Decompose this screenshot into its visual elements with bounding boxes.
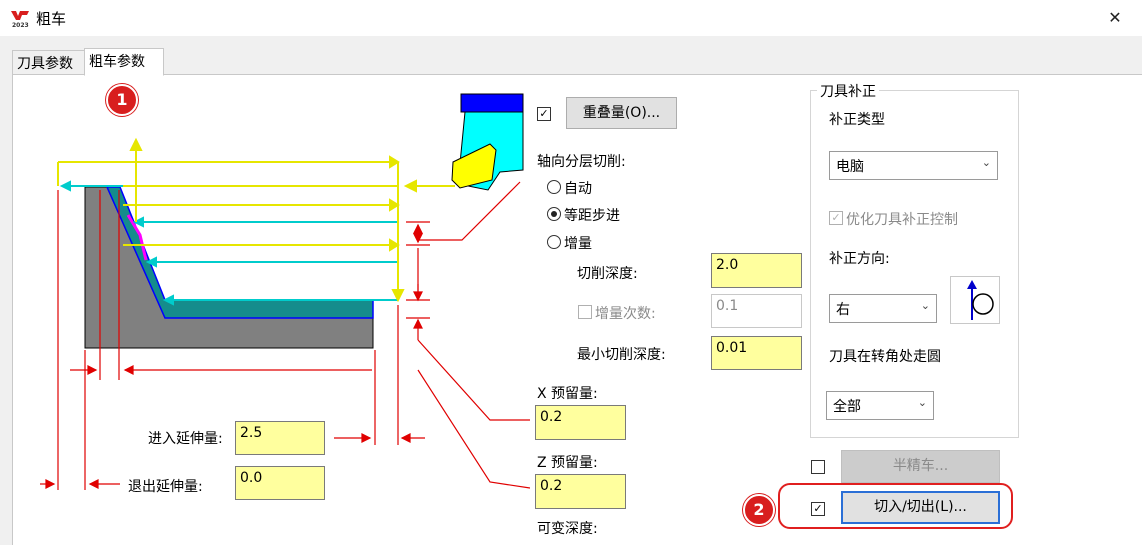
compensation-group <box>810 90 1019 438</box>
lead-in-out-checkbox[interactable]: ✓ <box>811 502 825 516</box>
title-bar: 2023 粗车 ✕ <box>0 0 1142 36</box>
increment-count-checkbox <box>578 305 592 319</box>
lead-in-out-button[interactable]: 切入/切出(L)... <box>841 491 1000 524</box>
comp-type-select[interactable]: 电脑 ⌄ <box>829 151 998 180</box>
radio-equal-step[interactable] <box>547 207 561 221</box>
increment-count-label: 增量次数: <box>595 306 656 322</box>
comp-type-label: 补正类型 <box>829 112 885 128</box>
corner-roll-value: 全部 <box>833 399 861 415</box>
exit-extension-label: 退出延伸量: <box>128 479 203 495</box>
step-badge-1: 1 <box>106 84 138 116</box>
highlight-box <box>778 483 1013 529</box>
app-logo-icon: 2023 <box>11 11 29 28</box>
tab-rough-parameters[interactable]: 粗车参数 <box>84 48 164 76</box>
increment-count-input: 0.1 <box>711 294 802 328</box>
x-stock-label: X 预留量: <box>537 386 598 402</box>
entry-extension-input[interactable]: 2.5 <box>235 421 325 455</box>
tab-tool-parameters[interactable]: 刀具参数 <box>12 50 90 75</box>
compensation-group-title: 刀具补正 <box>817 81 879 101</box>
z-stock-label: Z 预留量: <box>537 455 598 471</box>
workpiece-icon <box>84 186 374 349</box>
cut-depth-input[interactable]: 2.0 <box>711 253 802 288</box>
radio-increment-label: 增量 <box>564 236 592 252</box>
comp-direction-value: 右 <box>836 302 850 318</box>
step-badge-2: 2 <box>743 494 775 526</box>
tab-label: 刀具参数 <box>17 56 73 72</box>
x-stock-input[interactable]: 0.2 <box>535 405 626 440</box>
comp-direction-select[interactable]: 右 ⌄ <box>829 294 937 323</box>
comp-direction-right-icon <box>950 276 1000 324</box>
roughing-diagram <box>40 93 530 490</box>
rapid-move-lines <box>57 137 455 303</box>
semi-finish-checkbox[interactable] <box>811 460 825 474</box>
corner-roll-select[interactable]: 全部 ⌄ <box>826 391 934 420</box>
exit-extension-input[interactable]: 0.0 <box>235 466 325 500</box>
chevron-down-icon: ⌄ <box>917 396 927 409</box>
axial-cut-label: 轴向分层切削: <box>537 154 626 170</box>
radio-auto[interactable] <box>547 180 561 194</box>
close-icon[interactable]: ✕ <box>1108 8 1122 27</box>
cut-depth-label: 切削深度: <box>577 266 638 282</box>
comp-type-value: 电脑 <box>836 159 864 175</box>
radio-equal-step-label: 等距步进 <box>564 208 620 224</box>
min-cut-depth-label: 最小切削深度: <box>577 347 666 363</box>
entry-extension-label: 进入延伸量: <box>148 431 223 447</box>
dimension-lines <box>40 181 530 490</box>
window-title: 粗车 <box>36 10 67 28</box>
corner-roll-label: 刀具在转角处走圆 <box>829 349 941 365</box>
overlap-button[interactable]: 重叠量(O)... <box>566 97 677 129</box>
chevron-down-icon: ⌄ <box>981 156 991 169</box>
tab-label: 粗车参数 <box>89 54 145 70</box>
chevron-down-icon: ⌄ <box>920 299 930 312</box>
optimize-comp-checkbox: ✓ <box>829 211 843 225</box>
min-cut-depth-input[interactable]: 0.01 <box>711 336 802 370</box>
variable-depth-label: 可变深度: <box>537 521 598 537</box>
semi-finish-button: 半精车... <box>841 450 1000 483</box>
svg-text:2023: 2023 <box>12 22 29 28</box>
radio-auto-label: 自动 <box>564 181 592 197</box>
z-stock-input[interactable]: 0.2 <box>535 474 626 509</box>
optimize-comp-label: 优化刀具补正控制 <box>846 212 958 228</box>
radio-increment[interactable] <box>547 235 561 249</box>
tool-holder-icon <box>451 93 524 191</box>
comp-direction-label: 补正方向: <box>829 251 890 267</box>
overlap-checkbox[interactable]: ✓ <box>537 107 551 121</box>
